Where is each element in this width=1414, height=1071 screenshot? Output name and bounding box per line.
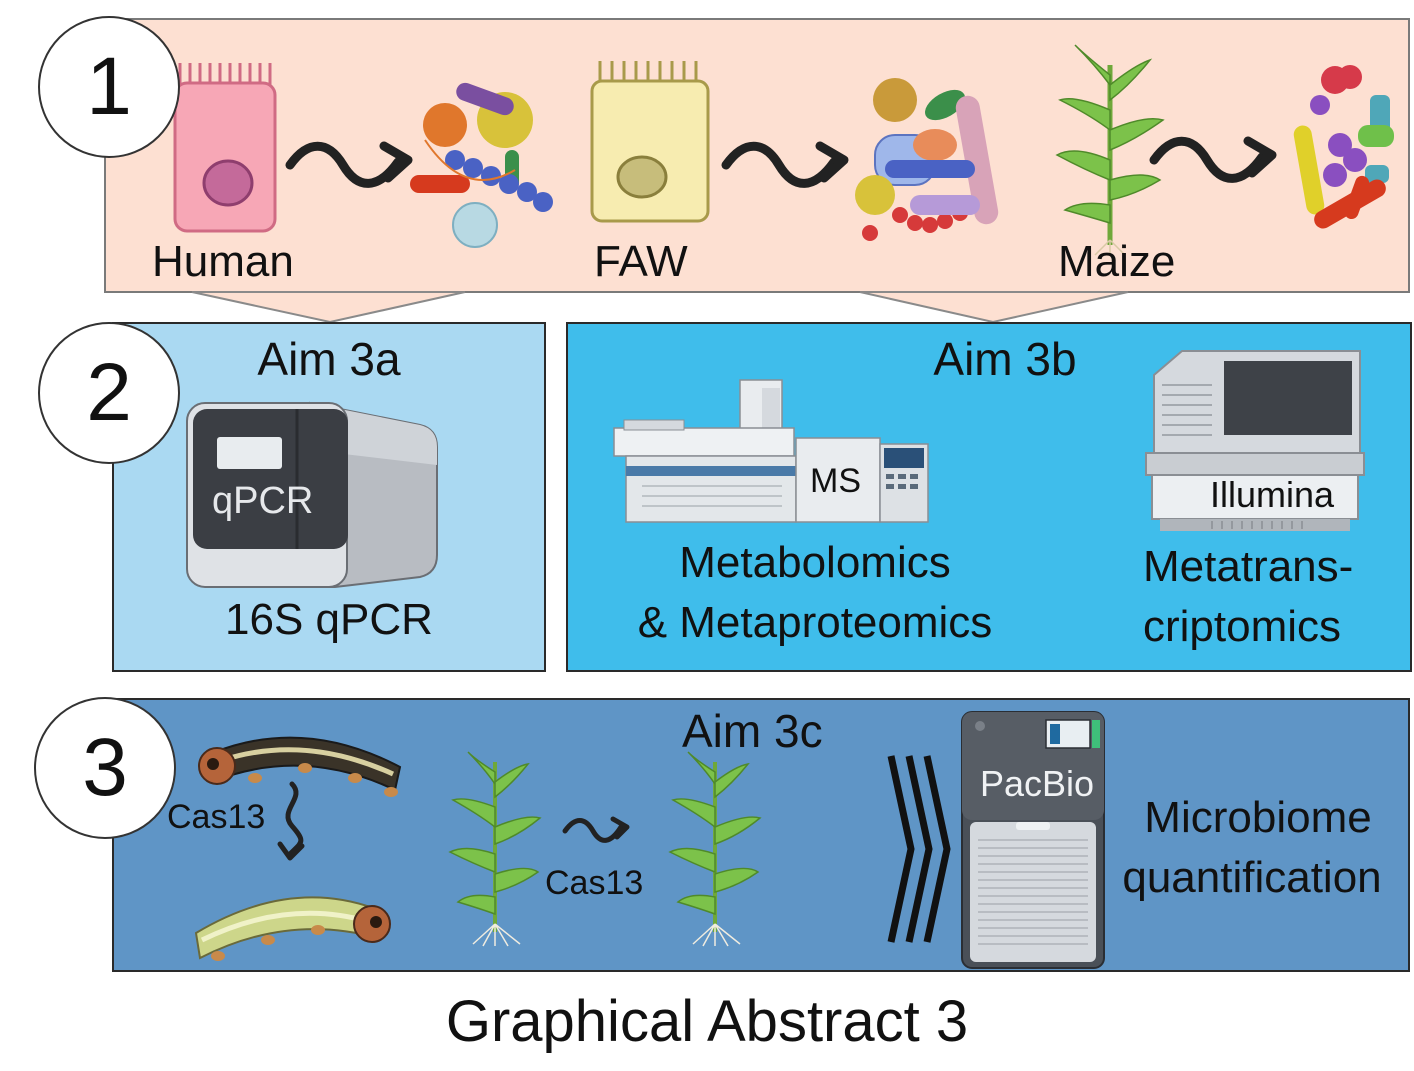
squiggle-arrow-icon	[1149, 136, 1277, 183]
aim-3b-caption-right-line1: Metatrans-	[1143, 542, 1354, 591]
funnel-left	[191, 291, 466, 324]
panel-1-organisms	[104, 18, 1410, 293]
aim-3c-caption-line2: quantification	[1122, 853, 1382, 902]
step-circle-3: 3	[34, 697, 176, 839]
faw-cell-icon	[590, 61, 710, 223]
pacbio-sequencer-icon	[961, 711, 1105, 969]
illumina-instrument-label: Illumina	[1210, 474, 1335, 515]
aim-3a-caption: 16S qPCR	[225, 595, 433, 644]
maize-plant-icon	[668, 751, 762, 947]
squiggle-arrow-icon	[721, 141, 849, 188]
aim-3b-title: Aim 3b	[933, 333, 1077, 385]
mass-spectrometer-icon	[613, 379, 929, 523]
cas13-worm-label: Cas13	[167, 798, 266, 836]
curved-down-arrow-icon	[277, 781, 305, 861]
chevron-icon	[887, 755, 951, 943]
aim-3b-caption-right-line2: criptomics	[1143, 602, 1342, 651]
aim-3b-caption-left-line2: & Metaproteomics	[637, 598, 993, 647]
step-circle-2: 2	[38, 322, 180, 464]
funnel-connectors	[191, 291, 1129, 324]
aim-3c-title: Aim 3c	[682, 705, 823, 757]
caterpillar-icon	[198, 736, 402, 797]
label-human: Human	[152, 237, 294, 286]
label-faw: FAW	[594, 237, 688, 286]
microbe-cluster-icon	[1293, 65, 1394, 229]
maize-plant-icon	[1055, 44, 1165, 256]
ms-instrument-label: MS	[810, 462, 861, 500]
caterpillar-icon	[194, 896, 391, 961]
squiggle-arrow-icon	[562, 816, 630, 843]
label-maize: Maize	[1058, 237, 1176, 286]
maize-plant-icon	[448, 751, 542, 947]
graphical-abstract-title: Graphical Abstract 3	[445, 989, 969, 1054]
funnel-right	[859, 291, 1129, 324]
squiggle-arrow-icon	[285, 141, 413, 188]
step-circle-1: 1	[38, 16, 180, 158]
qpcr-machine-icon	[186, 401, 438, 588]
microbe-cluster-icon	[855, 78, 999, 241]
microbe-cluster-icon	[410, 82, 553, 248]
cas13-plant-label: Cas13	[545, 864, 644, 902]
qpcr-instrument-label: qPCR	[212, 480, 314, 522]
pacbio-instrument-label: PacBio	[980, 763, 1095, 804]
aim-3c-caption-line1: Microbiome	[1144, 793, 1372, 842]
aim-3b-caption-left-line1: Metabolomics	[679, 538, 951, 587]
illumina-sequencer-icon	[1145, 350, 1365, 531]
human-cell-icon	[173, 63, 277, 233]
aim-3a-title: Aim 3a	[257, 333, 401, 385]
